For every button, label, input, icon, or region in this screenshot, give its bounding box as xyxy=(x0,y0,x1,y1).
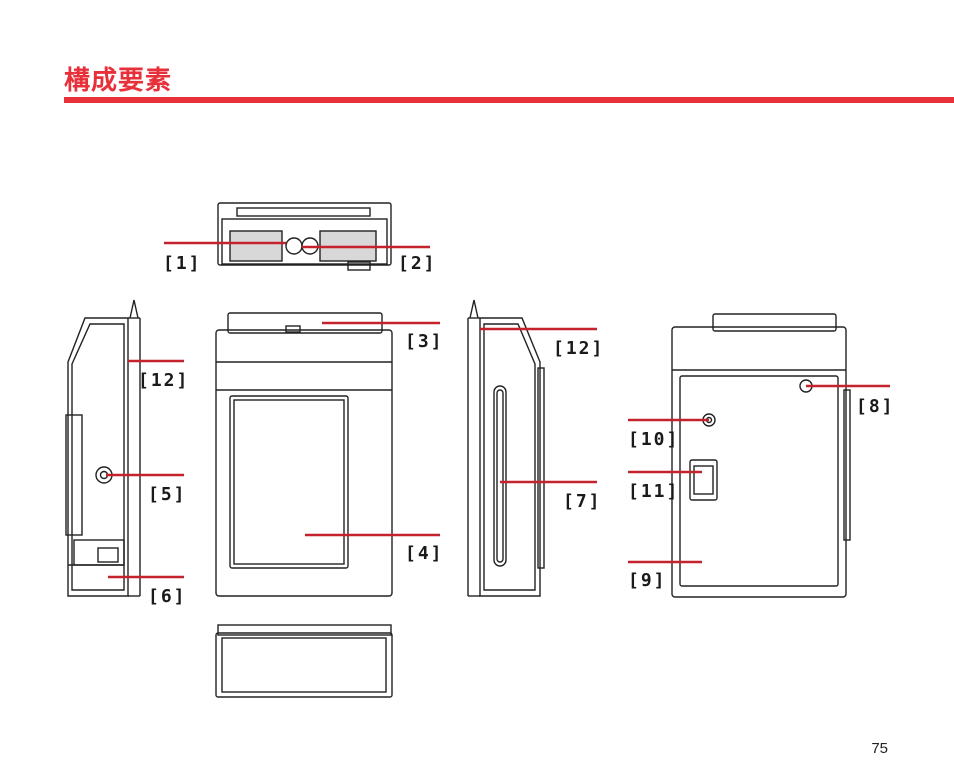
device-front-view xyxy=(215,312,393,597)
callout-4: [4] xyxy=(405,543,444,564)
device-right-side-view xyxy=(467,299,545,597)
callout-7: [7] xyxy=(563,491,602,512)
callout-12-right: [12] xyxy=(553,338,605,359)
device-back-view xyxy=(671,313,851,598)
callout-3: [3] xyxy=(405,331,444,352)
callout-5: [5] xyxy=(148,484,187,505)
device-left-side-view xyxy=(65,299,141,597)
callout-10: [10] xyxy=(628,429,680,450)
callout-8: [8] xyxy=(856,396,895,417)
device-top-view xyxy=(217,202,392,271)
callout-6: [6] xyxy=(148,586,187,607)
device-bottom-view xyxy=(215,624,393,698)
callout-12-left: [12] xyxy=(138,370,190,391)
page-number: 75 xyxy=(871,740,888,757)
callout-9: [9] xyxy=(628,570,667,591)
title-rule xyxy=(64,97,954,103)
callout-2: [2] xyxy=(398,253,437,274)
page-title: 構成要素 xyxy=(64,66,173,96)
callout-11: [11] xyxy=(628,481,680,502)
callout-1: [1] xyxy=(163,253,202,274)
